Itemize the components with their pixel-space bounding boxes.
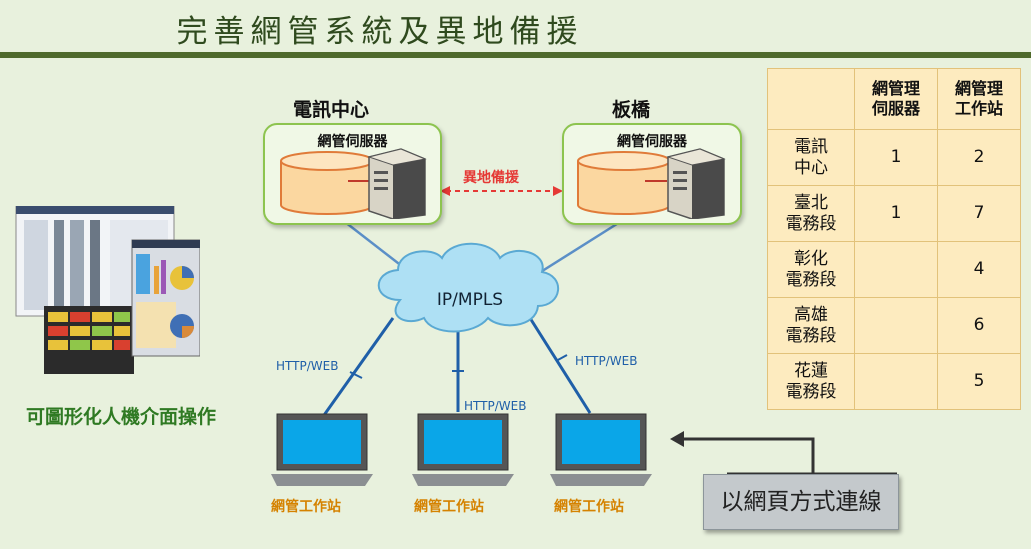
gui-operation-label: 可圖形化人機介面操作	[26, 406, 217, 428]
backup-arrow-head-right	[553, 186, 563, 196]
web-connect-arrow	[680, 437, 815, 474]
server-tower-icon	[367, 148, 427, 219]
table-cell-workstations: 5	[937, 353, 1021, 410]
table-cell-workstations: 4	[937, 241, 1021, 298]
table-cell-site: 花蓮 電務段	[767, 353, 855, 410]
server-box-right: 網管伺服器	[562, 123, 742, 225]
gui-screenshots	[14, 205, 201, 376]
server-box-left: 網管伺服器	[263, 123, 442, 225]
table-cell-workstations: 7	[937, 185, 1021, 242]
table-cell-site: 臺北 電務段	[767, 185, 855, 242]
cloud-label: IP/MPLS	[436, 290, 504, 310]
workstation-label-3: 網管工作站	[554, 499, 624, 515]
site-name-right: 板橋	[612, 99, 651, 121]
table-header-cell	[767, 68, 855, 130]
table-cell-servers	[854, 353, 938, 410]
table-cell-workstations: 2	[937, 129, 1021, 186]
table-cell-servers: 1	[854, 185, 938, 242]
workstation-label-2: 網管工作站	[414, 499, 484, 515]
http-label-2: HTTP/WEB	[464, 399, 527, 413]
backup-label: 異地備援	[463, 170, 519, 186]
table-row: 電訊 中心 1 2	[767, 129, 1021, 186]
backup-arrow-head-left	[440, 186, 450, 196]
server-tower-icon	[666, 148, 726, 219]
table-cell-servers: 1	[854, 129, 938, 186]
table-cell-site: 電訊 中心	[767, 129, 855, 186]
workstation-2	[410, 412, 514, 488]
table-cell-workstations: 6	[937, 297, 1021, 354]
monitor-icon	[412, 413, 514, 486]
title-divider	[0, 52, 1031, 58]
link-cloud-to-ws1	[320, 317, 395, 419]
table-header-row: 網管理 伺服器 網管理 工作站	[767, 68, 1021, 130]
workstation-3	[548, 412, 652, 488]
link-cloud-to-ws3	[528, 317, 592, 414]
table-row: 彰化 電務段 4	[767, 241, 1021, 298]
page-title: 完善網管系統及異地備援	[176, 14, 584, 50]
http-label-1: HTTP/WEB	[276, 359, 339, 373]
web-connect-arrow-head	[670, 431, 684, 447]
table-row: 花蓮 電務段 5	[767, 353, 1021, 410]
server-box-label: 網管伺服器	[617, 134, 687, 150]
site-name-left: 電訊中心	[293, 99, 370, 121]
workstation-label-1: 網管工作站	[271, 499, 341, 515]
table-header-cell: 網管理 工作站	[937, 68, 1021, 130]
table-row: 高雄 電務段 6	[767, 297, 1021, 354]
link-tick-3	[555, 354, 568, 362]
site-count-table: 網管理 伺服器 網管理 工作站 電訊 中心 1 2 臺北 電務段 1 7 彰化 …	[767, 68, 1021, 410]
db-server-link	[645, 180, 667, 182]
table-cell-site: 彰化 電務段	[767, 241, 855, 298]
server-box-label: 網管伺服器	[317, 134, 388, 150]
table-cell-servers	[854, 297, 938, 354]
table-cell-servers	[854, 241, 938, 298]
cloud-icon	[377, 242, 560, 333]
db-server-link	[348, 180, 370, 182]
database-icon	[280, 151, 374, 215]
link-tick-1	[349, 371, 363, 379]
web-connect-label: 以網頁方式連線	[703, 474, 899, 530]
monitor-icon	[271, 413, 373, 486]
gui-screenshot-image	[15, 205, 201, 374]
table-cell-site: 高雄 電務段	[767, 297, 855, 354]
http-label-3: HTTP/WEB	[575, 354, 638, 368]
table-header-cell: 網管理 伺服器	[854, 68, 938, 130]
database-icon	[577, 151, 671, 215]
monitor-icon	[550, 413, 652, 486]
table-row: 臺北 電務段 1 7	[767, 185, 1021, 242]
workstation-1	[269, 412, 373, 488]
